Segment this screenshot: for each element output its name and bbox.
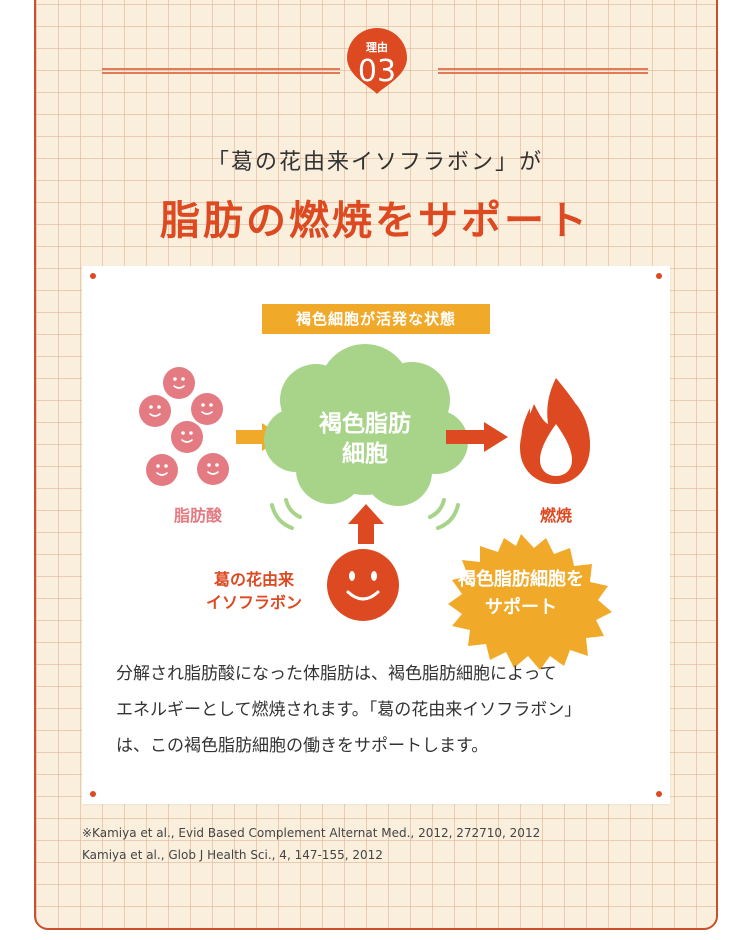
wave-icon	[270, 498, 460, 530]
card-pin-br	[656, 791, 662, 797]
burst-label-line2: サポート	[485, 597, 557, 618]
arrow-up-icon	[348, 504, 384, 544]
description-line3: は、この褐色脂肪細胞の働きをサポートします。	[116, 736, 489, 756]
header-line-right	[438, 68, 648, 74]
cloud-label-line2: 細胞	[342, 441, 388, 467]
flame-icon	[520, 378, 590, 484]
badge-number: 03	[357, 54, 397, 89]
isoflavone-label-line1: 葛の花由来	[213, 570, 294, 589]
reason-badge-icon	[347, 28, 407, 94]
footnote-line1: ※Kamiya et al., Evid Based Complement Al…	[82, 826, 541, 840]
description-line1: 分解され脂肪酸になった体脂肪は、褐色脂肪細胞によって	[116, 664, 557, 684]
arrow-right-icon	[446, 422, 508, 452]
description-text: 分解され脂肪酸になった体脂肪は、褐色脂肪細胞によって エネルギーとして燃焼されま…	[116, 656, 656, 764]
fatty-acid-label: 脂肪酸	[173, 506, 222, 525]
brown-fat-cell-cloud	[264, 344, 468, 506]
header-line-left	[102, 68, 340, 74]
burst-label-line1: 褐色脂肪細胞を	[458, 569, 584, 590]
card-pin-tr	[656, 273, 662, 279]
burst-star-icon	[448, 534, 612, 670]
isoflavone-label: 葛の花由来 イソフラボン	[186, 568, 322, 614]
brown-fat-cell-label: 褐色脂肪 細胞	[290, 409, 440, 469]
state-label: 褐色細胞が活発な状態	[262, 304, 490, 334]
reference-footnote: ※Kamiya et al., Evid Based Complement Al…	[82, 822, 682, 866]
isoflavone-label-line2: イソフラボン	[205, 593, 302, 612]
card-pin-bl	[90, 791, 96, 797]
support-burst-label: 褐色脂肪細胞を サポート	[425, 566, 617, 622]
smile-face-icon	[139, 367, 229, 486]
cloud-label-line1: 褐色脂肪	[319, 411, 411, 437]
page-subtitle: 「葛の花由来イソフラボン」が	[206, 150, 543, 175]
card-pin-tl	[90, 273, 96, 279]
description-line2: エネルギーとして燃焼されます。「葛の花由来イソフラボン」	[116, 700, 582, 720]
burn-label: 燃焼	[539, 506, 572, 525]
footnote-line2: Kamiya et al., Glob J Health Sci., 4, 14…	[82, 848, 383, 862]
page-title: 脂肪の燃焼をサポート	[160, 198, 590, 244]
badge-label: 理由	[366, 41, 388, 54]
smile-face-icon	[327, 549, 399, 621]
